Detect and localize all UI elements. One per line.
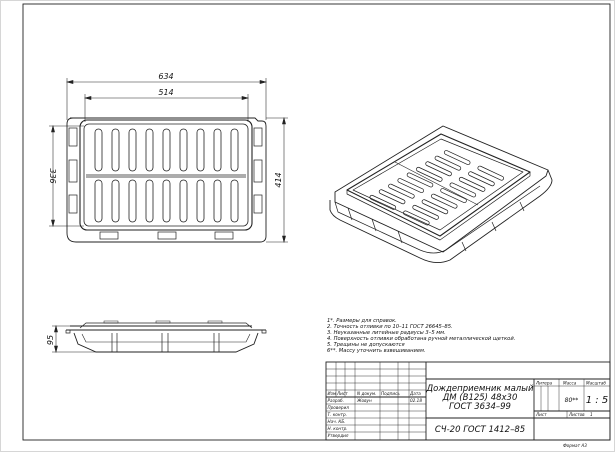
iso-grate-slot	[425, 161, 452, 177]
top-view	[66, 117, 267, 243]
grate-slot	[230, 179, 239, 223]
sheet-format: Формат А3	[563, 443, 587, 448]
side-view	[65, 320, 267, 353]
tb-sheet-label: Лист	[535, 412, 547, 417]
tb-role-date: 02.18	[410, 398, 422, 403]
tb-mass-label: Масса	[563, 381, 577, 386]
technical-notes: 1*. Размеры для справок. 2. Точность отл…	[327, 318, 515, 354]
iso-grate-slot	[403, 210, 430, 226]
grate-slot	[94, 128, 103, 172]
iso-grate-slot	[406, 172, 434, 188]
iso-grate-slot	[421, 199, 449, 215]
tb-header-sign: Подпись	[381, 391, 400, 396]
side-view-dimension	[52, 324, 96, 354]
title-block	[325, 361, 611, 441]
tb-role: Проверил	[328, 405, 350, 410]
note-3: 3. Неуказанные литейные радиусы 3–5 мм.	[327, 330, 446, 336]
grate-slot	[213, 128, 222, 172]
note-4: 4. Поверхность отливки обработана ручной…	[327, 336, 515, 342]
tb-sheets-label: Листов	[568, 412, 585, 417]
iso-grate-slot	[477, 165, 504, 181]
dim-336: 336	[48, 168, 57, 183]
iso-grate-slot	[434, 155, 462, 171]
grate-slots	[94, 128, 239, 223]
grate-slot	[94, 179, 103, 223]
iso-grate-slot	[430, 193, 458, 209]
tb-header-izm: Изм	[328, 391, 337, 396]
grate-slot	[128, 179, 137, 223]
grate-slot	[196, 128, 205, 172]
grate-slot	[196, 179, 205, 223]
iso-grate-slot	[440, 188, 467, 204]
grate-slot	[111, 179, 120, 223]
grate-slot	[162, 128, 171, 172]
isometric-view	[329, 125, 553, 263]
note-6: 6**. Массу уточнить взвешиванием.	[327, 348, 426, 354]
tb-header-list: Лист	[336, 391, 348, 396]
drawing-frame	[22, 3, 611, 441]
tb-role: Разраб.	[328, 398, 344, 403]
tb-material: СЧ-20 ГОСТ 1412–85	[435, 425, 525, 435]
iso-grate-slot	[443, 150, 471, 166]
iso-grate-slot	[468, 171, 495, 187]
tb-scale-value: 1 : 5	[586, 395, 608, 406]
iso-grate-slot	[369, 194, 397, 210]
tb-product-code: ДМ (В125) 48х30	[442, 393, 518, 403]
iso-grate-slot	[449, 182, 477, 198]
tb-role: Н. контр.	[328, 426, 348, 431]
iso-grate-slot	[416, 166, 443, 182]
grate-slot	[179, 128, 188, 172]
tb-product-name: Дождеприемник малый	[426, 384, 534, 394]
tb-header-date: Дата	[409, 391, 421, 396]
tb-role: Утвердил	[328, 433, 349, 438]
iso-grate-slots	[369, 150, 504, 226]
dim-514: 514	[158, 88, 173, 97]
grate-slot	[145, 179, 154, 223]
grate-slot	[128, 128, 137, 172]
note-2: 2. Точность отливки по 10–11 ГОСТ 26645–…	[327, 324, 453, 330]
note-5: 5. Трещины не допускаются	[327, 342, 405, 348]
tb-roles: Разраб. Жовун 02.18 Проверил Т. контр. Н…	[328, 398, 423, 438]
iso-grate-slot	[388, 183, 415, 199]
dim-95: 95	[46, 335, 55, 345]
tb-role: Нач. КБ.	[328, 419, 346, 424]
tb-header-doc: N докум.	[357, 391, 376, 396]
grate-slot	[111, 128, 120, 172]
grate-slot	[213, 179, 222, 223]
grate-slot	[179, 179, 188, 223]
tb-litera-label: Литера	[535, 381, 553, 386]
dim-414: 414	[274, 172, 283, 187]
tb-role: Т. контр.	[328, 412, 347, 417]
iso-grate-slot	[378, 189, 406, 205]
iso-grate-slot	[397, 178, 424, 194]
grate-slot	[230, 128, 239, 172]
tb-product-standard: ГОСТ 3634–99	[449, 402, 511, 412]
tb-role-name: Жовун	[356, 398, 372, 403]
tb-sheets-value: 1	[590, 412, 593, 417]
grate-slot	[162, 179, 171, 223]
tb-mass-value: 80**	[565, 397, 579, 404]
dim-634: 634	[158, 72, 173, 81]
top-view-dimensions	[49, 78, 288, 244]
iso-grate-slot	[412, 204, 439, 220]
tb-scale-label: Масштаб	[586, 381, 606, 386]
note-1: 1*. Размеры для справок.	[327, 318, 397, 324]
iso-grate-slot	[458, 176, 486, 192]
grate-slot	[145, 128, 154, 172]
